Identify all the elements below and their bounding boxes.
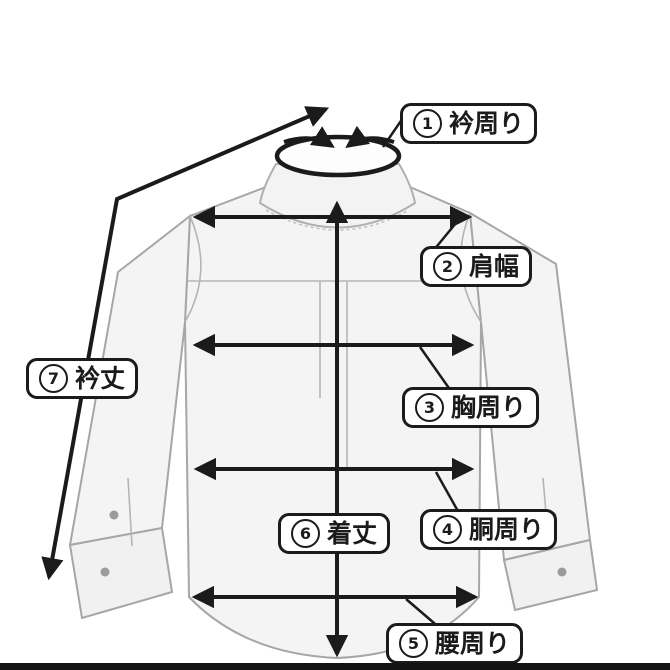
circled-number-4: 4 (433, 515, 462, 544)
label-shoulder-width: 2 肩幅 (420, 246, 533, 287)
label-collar-length: 7 衿丈 (26, 358, 139, 399)
button-icon (100, 567, 110, 577)
label-chest-circumference: 3 胸周り (402, 387, 540, 428)
circled-number-7: 7 (39, 364, 68, 393)
circled-number-6: 6 (291, 519, 320, 548)
bottom-letterbox-bar (0, 663, 670, 670)
circled-number-3: 3 (415, 393, 444, 422)
label-hip-circumference: 5 腰周り (386, 623, 524, 664)
label-collar-circumference: 1 衿周り (400, 103, 538, 144)
circled-number-2: 2 (433, 252, 462, 281)
measurement-arrows (41, 106, 479, 658)
button-icon (557, 567, 567, 577)
label-text-hip-circumference: 腰周り (435, 628, 511, 658)
label-text-collar-circumference: 衿周り (449, 108, 525, 138)
label-text-body-length: 着丈 (327, 518, 378, 548)
collar-girth-arrow-right (345, 125, 395, 148)
collar-length-arrow (41, 106, 330, 581)
circled-number-5: 5 (399, 629, 428, 658)
label-body-length: 6 着丈 (278, 513, 391, 554)
left-cuff (68, 526, 174, 620)
button-icon (109, 510, 119, 520)
label-text-collar-length: 衿丈 (75, 363, 126, 393)
right-cuff (502, 538, 599, 612)
label-text-shoulder-width: 肩幅 (469, 251, 520, 281)
collar-opening (274, 134, 402, 178)
label-text-waist-circumference: 胴周り (469, 514, 545, 544)
label-text-chest-circumference: 胸周り (451, 392, 527, 422)
leader-waist-girth (434, 471, 461, 514)
leader-chest-girth (418, 346, 453, 392)
label-waist-circumference: 4 胴周り (420, 509, 558, 550)
circled-number-1: 1 (413, 109, 442, 138)
